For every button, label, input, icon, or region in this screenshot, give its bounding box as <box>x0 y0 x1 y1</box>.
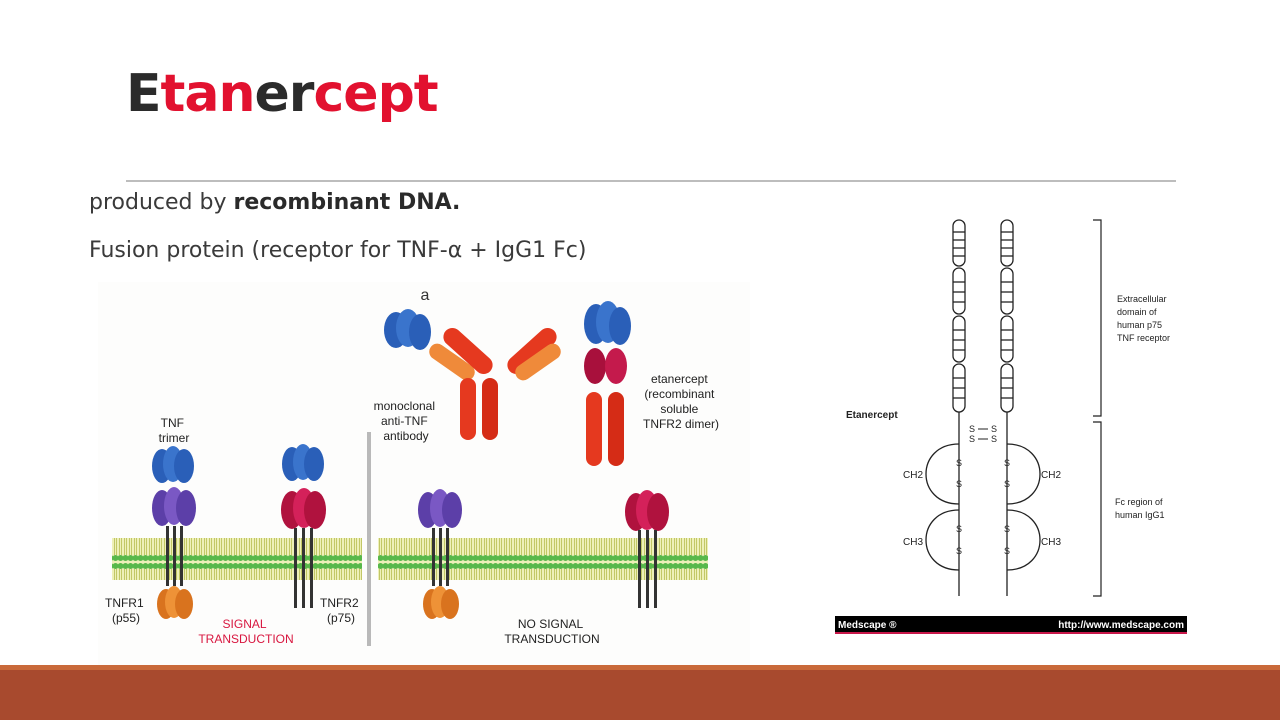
source-bar <box>835 616 1187 632</box>
etanercept-structure-label: Etanercept <box>846 410 898 421</box>
disulfide-s: S <box>956 524 962 534</box>
title-letter: p <box>377 64 415 124</box>
label-line: human p75 <box>1117 320 1162 330</box>
ch2-label-left: CH2 <box>903 470 923 481</box>
fc-region-label: Fc region of human IgG1 <box>1115 497 1165 520</box>
medscape-logo: Medscape ® <box>838 620 897 631</box>
label-line: TNF <box>161 416 184 430</box>
label-line: domain of <box>1117 307 1157 317</box>
signal-transduction-label: SIGNAL TRANSDUCTION <box>198 617 293 646</box>
bullet-bold-text: recombinant DNA. <box>233 190 461 215</box>
title-letter: t <box>160 64 186 124</box>
disulfide-s: S <box>1004 524 1010 534</box>
disulfide-s: S <box>956 479 962 489</box>
title-divider <box>126 180 1176 182</box>
tnfr2-label: TNFR2 (p75) <box>320 596 362 625</box>
mechanism-figure: a <box>98 282 750 666</box>
extracellular-domain-label: Extracellular domain of human p75 TNF re… <box>1117 294 1170 343</box>
structure-diagram: S S S S S S S S S S S S CH2 CH2 CH3 CH3 … <box>835 219 1187 634</box>
title-letter: e <box>254 64 290 124</box>
label-line: TNFR2 <box>320 596 359 610</box>
ch3-label-right: CH3 <box>1041 537 1061 548</box>
footer-bar <box>0 670 1280 720</box>
disulfide-s: S <box>1004 458 1010 468</box>
region-brackets <box>1093 219 1102 597</box>
tnfr2-receptor-icon <box>625 490 669 608</box>
bullet-fusion-protein: Fusion protein (receptor for TNF-α + IgG… <box>89 238 587 263</box>
disulfide-s: S <box>1004 546 1010 556</box>
footer-accent-line <box>0 665 1280 670</box>
ch3-label-left: CH3 <box>903 537 923 548</box>
disulfide-s: S <box>956 546 962 556</box>
label-line: human IgG1 <box>1115 510 1165 520</box>
disulfide-s: S <box>956 458 962 468</box>
label-line: monoclonal <box>374 399 435 413</box>
mechanism-diagram: a <box>105 287 719 646</box>
tnf-trimer-icon <box>152 446 194 483</box>
source-url: http://www.medscape.com <box>1058 620 1184 631</box>
label-line: (recombinant <box>644 387 715 401</box>
tnfr1-label: TNFR1 (p55) <box>105 596 147 625</box>
cell-membrane-right <box>378 538 708 580</box>
bullet-recombinant: produced by recombinant DNA. <box>89 188 460 218</box>
disulfide-bond-lines <box>958 428 1008 544</box>
title-letter: n <box>218 64 255 124</box>
no-signal-transduction-label: NO SIGNAL TRANSDUCTION <box>504 617 599 646</box>
disulfide-s: S <box>969 434 975 444</box>
antibody-label: monoclonal anti-TNF antibody <box>374 399 439 443</box>
source-bar-accent <box>835 632 1187 634</box>
label-line: TRANSDUCTION <box>504 632 599 646</box>
tnfr1-receptor-icon <box>418 489 462 619</box>
label-line: (p55) <box>112 611 140 625</box>
title-letter: E <box>126 64 162 124</box>
label-line: NO SIGNAL <box>518 617 584 631</box>
tnfr2-receptor-icon <box>281 488 326 608</box>
label-line: trimer <box>159 431 190 445</box>
cell-membrane-left <box>112 538 362 580</box>
panel-divider <box>367 432 371 646</box>
ch2-label-right: CH2 <box>1041 470 1061 481</box>
title-letter: r <box>288 64 315 124</box>
title-letter: t <box>413 64 439 124</box>
anti-tnf-antibody-icon <box>384 309 561 440</box>
tnfr1-receptor-icon <box>152 487 196 619</box>
structure-figure: S S S S S S S S S S S S CH2 CH2 CH3 CH3 … <box>835 212 1187 636</box>
disulfide-s: S <box>991 424 997 434</box>
bullet-text: produced by <box>89 190 234 215</box>
fc-domain-loops <box>925 443 1041 571</box>
slide-title: Etanercept <box>126 58 439 130</box>
label-line: soluble <box>660 402 698 416</box>
tnf-trimer-label: TNF trimer <box>159 416 190 445</box>
etanercept-dimer-icon <box>584 301 631 466</box>
title-letter: c <box>313 64 344 124</box>
panel-letter: a <box>421 287 430 304</box>
tnf-trimer-icon <box>282 444 324 481</box>
disulfide-bonds: S S S S S S S S S S S S <box>956 424 1010 556</box>
label-line: Extracellular <box>1117 294 1167 304</box>
label-line: TNFR2 dimer) <box>643 417 719 431</box>
label-line: TRANSDUCTION <box>198 632 293 646</box>
label-line: antibody <box>383 429 428 443</box>
label-line: (p75) <box>327 611 355 625</box>
label-line: Fc region of <box>1115 497 1163 507</box>
label-line: etanercept <box>651 372 708 386</box>
label-line: anti-TNF <box>381 414 428 428</box>
label-line: TNFR1 <box>105 596 144 610</box>
title-letter: e <box>343 64 378 124</box>
disulfide-s: S <box>991 434 997 444</box>
label-line: TNF receptor <box>1117 333 1170 343</box>
disulfide-s: S <box>1004 479 1010 489</box>
disulfide-s: S <box>969 424 975 434</box>
etanercept-label: etanercept (recombinant soluble TNFR2 di… <box>643 372 719 431</box>
title-letter: a <box>184 64 219 124</box>
label-line: SIGNAL <box>223 617 267 631</box>
